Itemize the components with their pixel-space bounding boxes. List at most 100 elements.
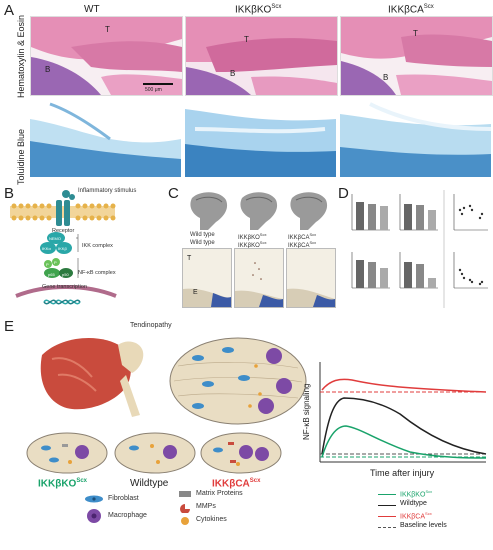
ikka-label: IKKα — [42, 246, 51, 251]
ikk-complex-icon — [40, 232, 72, 254]
tb-image-ikkbko — [185, 99, 336, 177]
d5-bar-3 — [428, 278, 436, 288]
microct-ikkbca-svg — [290, 192, 328, 230]
microct-wt-svg — [190, 192, 228, 230]
legend-label-baseline: Baseline levels — [400, 522, 447, 529]
condition-oval-wildtype — [114, 432, 196, 474]
hist-wt-t: T — [187, 255, 192, 262]
d1-bar-2 — [368, 204, 376, 230]
histology-ikkbca — [286, 248, 336, 308]
plot-d5 — [399, 252, 438, 289]
mmps-legend-label: MMPs — [196, 503, 216, 510]
condition-label-wildtype-text: Wildtype — [130, 478, 169, 489]
column-title-ikkbca: IKKβCAScx — [388, 4, 434, 15]
nfkb-complex-icon — [44, 258, 73, 278]
condition-label-ikkbko: IKKβKOScx — [38, 478, 87, 489]
condition-label-ikkbca: IKKβCAScx — [212, 478, 260, 489]
histology-wt: T E — [182, 248, 232, 308]
histology-ikkbca-svg — [287, 249, 335, 307]
mmps-legend-icon — [180, 504, 190, 513]
condition-label-ikkbca-text: IKKβCA — [212, 478, 250, 490]
legend-label-ikkbko: IKKβKOScx — [400, 489, 432, 498]
panel-b-letter: B — [4, 185, 15, 202]
condition-label-ikkbko-text: IKKβKO — [38, 478, 77, 490]
shoulder-illustration — [40, 337, 144, 417]
he-ikkbko-svg — [186, 17, 337, 95]
plot-d3 — [453, 194, 488, 231]
legend-label-ikkbko-sup: Scx — [425, 489, 433, 494]
legend-line-baseline — [378, 527, 396, 528]
plot-d4 — [351, 252, 390, 289]
column-title-ikkbca-text: IKKβCA — [388, 4, 424, 16]
he-ikkbca-t: T — [413, 29, 418, 38]
row-label-tb: Toluidine Blue — [16, 128, 26, 185]
c-label-bottom-ikkbca-sup: Scx — [309, 240, 317, 245]
tendinopathy-label: Tendinopathy — [130, 322, 172, 329]
he-wt-t: T — [105, 25, 110, 34]
d4-bar-3 — [380, 268, 388, 288]
matrix-legend-label: Matrix Proteins — [196, 490, 243, 497]
condition-label-wildtype: Wildtype — [130, 478, 168, 489]
histology-ikkbko-svg — [235, 249, 283, 307]
legend-label-ikkbca-sup: Scx — [425, 511, 432, 516]
d2-bar-2 — [416, 205, 424, 230]
c-label-bottom-ikkbko-sup: Scx — [259, 240, 267, 245]
c-label-top-ikkbko-text: IKKβKO — [238, 235, 260, 241]
c-label-bottom-wt: Wild type — [190, 240, 215, 246]
cytokines-legend-icon — [181, 517, 189, 525]
ikba-label: IκBα — [62, 264, 71, 269]
condition-label-ikkbko-sup: Scx — [76, 478, 88, 484]
cytokines-legend-label: Cytokines — [196, 516, 227, 523]
d4-bar-1 — [356, 260, 364, 288]
plot-d1 — [351, 194, 390, 231]
microct-ikkbko-svg — [240, 192, 278, 230]
p50-label: p50 — [62, 272, 69, 277]
tb-ikkbko-svg — [185, 99, 336, 177]
column-title-ikkbko-text: IKKβKO — [235, 4, 272, 16]
condition-oval-ikkbko — [26, 432, 108, 474]
he-wt-svg — [31, 17, 182, 95]
nemo-label: NEMO — [49, 236, 61, 241]
row-label-he: Hematoxylin & Eosin — [16, 14, 26, 98]
scale-bar — [143, 83, 173, 85]
column-title-wt: WT — [84, 4, 100, 15]
legend-line-wildtype — [378, 505, 396, 506]
microct-wt — [186, 188, 230, 230]
c-label-bottom-ikkbko-text: IKKβKO — [238, 243, 260, 249]
panel-c-letter: C — [168, 185, 179, 202]
d5-bar-1 — [404, 262, 412, 288]
column-title-wt-text: WT — [84, 4, 100, 15]
fibroblast-cells — [192, 347, 250, 409]
microct-ikkbko — [236, 188, 280, 230]
histology-wt-svg — [183, 249, 231, 307]
c-label-top-ikkbca-sup: Scx — [309, 232, 317, 237]
nfkb-pathway-diagram — [10, 190, 117, 305]
dna-icon — [43, 299, 81, 305]
receptor-icon — [56, 200, 70, 226]
fibroblast-legend-label: Fibroblast — [108, 495, 139, 502]
panel-a-letter: A — [4, 2, 15, 19]
c-label-top-ikkbko-sup: Scx — [259, 232, 267, 237]
he-image-ikkbca: T B — [340, 16, 493, 96]
he-ikkbko-b: B — [230, 69, 236, 78]
histology-ikkbko — [234, 248, 284, 308]
tb-image-ikkbca — [340, 99, 491, 177]
d4-bar-2 — [368, 262, 376, 288]
d2-bar-1 — [404, 204, 412, 230]
graph-x-label: Time after injury — [370, 468, 435, 478]
he-image-wt: T B 500 μm — [30, 16, 183, 96]
nucleus-membrane — [15, 285, 117, 298]
tb-image-wt — [30, 99, 181, 177]
panel-d-letter: D — [338, 185, 349, 202]
d5-bar-2 — [416, 264, 424, 288]
condition-label-ikkbca-sup: Scx — [249, 478, 261, 484]
macrophage-cells — [258, 348, 292, 414]
c-label-top-ikkbca-text: IKKβCA — [288, 235, 310, 241]
tb-wt-svg — [30, 99, 181, 177]
tb-ikkbca-svg — [340, 99, 491, 177]
nfkb-complex-label: NF-κB complex — [78, 270, 116, 276]
c-label-top-ikkbca: IKKβCAScx — [288, 232, 316, 241]
panel-e-letter: E — [4, 318, 15, 335]
nfkb-signaling-graph — [319, 362, 487, 463]
he-wt-b: B — [45, 65, 51, 74]
